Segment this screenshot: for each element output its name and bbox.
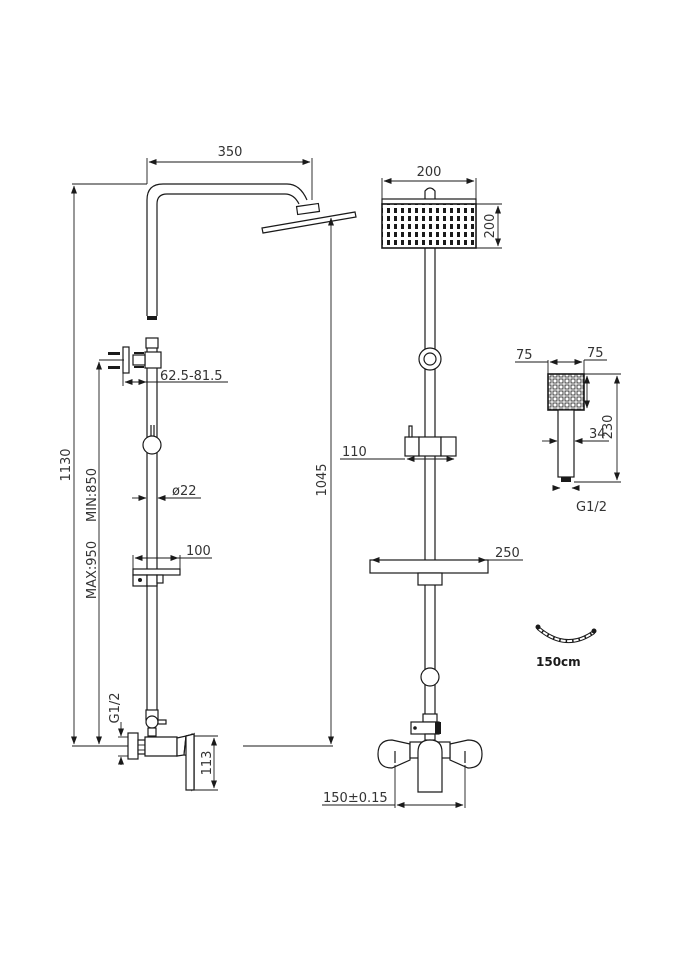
slider-knob-front: [420, 667, 440, 687]
dim-inlet-thread-side: G1/2: [108, 693, 128, 765]
dim-handset-holder-width: 110: [340, 445, 455, 462]
wall-bracket-front: [418, 347, 442, 371]
dim-mixer-height: 113: [194, 735, 218, 791]
shelf-front: [369, 559, 489, 586]
rain-shower-head-front: [381, 187, 477, 249]
dim-head-width: 200: [381, 165, 477, 199]
dim-pipe-diameter: ø22: [132, 484, 201, 501]
wall-bracket-side: [108, 346, 162, 374]
mixer-front: [377, 713, 483, 793]
dim-hand-length: 230: [574, 373, 621, 483]
dim-label-hand-thread: G1/2: [576, 500, 607, 515]
dim-hand-thread: G1/2: [552, 485, 607, 515]
dim-hand-handle-width: 34: [542, 427, 609, 444]
dim-label-shelf-width: 250: [495, 546, 520, 561]
dim-hand-head-depth: 75: [584, 346, 607, 409]
dim-wall-connection: 62.5-81.5: [122, 369, 228, 386]
dim-label-head-depth: 200: [483, 214, 498, 239]
front-view: 200 200 110: [322, 165, 523, 808]
rain-shower-head-side: [261, 202, 357, 234]
dim-label-hand-head-depth: 75: [587, 346, 604, 361]
dim-holder-width: 100: [132, 544, 212, 569]
dim-label-head-height: 1045: [315, 463, 330, 496]
dim-label-hand-handle-width: 34: [589, 427, 606, 442]
hand-shower: 75 75 230 34 G1/2: [515, 346, 621, 515]
dim-hand-head-width: 75: [515, 348, 585, 374]
dim-min-max-height: MIN:850 MAX:950: [85, 359, 124, 745]
dim-label-inlet-spacing: 150±0.15: [323, 791, 388, 806]
slider-knob-side: [142, 425, 162, 455]
handset-holder-front: [404, 425, 457, 457]
dim-label-handset-holder-width: 110: [342, 445, 367, 460]
hose: 150cm: [535, 624, 597, 669]
overhead-arm: [146, 183, 308, 320]
dim-label-hand-length: 230: [601, 415, 616, 440]
mixer-lever-side: [185, 733, 195, 791]
dim-label-head-width: 200: [417, 165, 442, 180]
dim-label-holder-width: 100: [186, 544, 211, 559]
dim-inlet-spacing: 150±0.15: [322, 765, 466, 808]
dim-label-mixer-height: 113: [200, 751, 215, 776]
dim-label-arm-reach: 350: [218, 145, 243, 160]
mixer-side: [127, 709, 195, 792]
dim-arm-reach: 350: [146, 145, 313, 200]
hose-length-label: 150cm: [536, 655, 581, 669]
side-view: 350 1130 1045: [59, 145, 357, 792]
dim-label-pipe-diameter: ø22: [172, 484, 197, 499]
dim-label-inlet-thread-side: G1/2: [108, 693, 123, 724]
dim-head-depth: 200: [476, 203, 502, 249]
handset-holder-side: [132, 568, 181, 587]
dim-label-min-height: MIN:850: [85, 468, 100, 522]
riser-pipe-front: [424, 248, 436, 730]
dim-head-height: 1045: [243, 217, 334, 747]
dim-shelf-width: 250: [371, 546, 523, 563]
dim-label-total-height: 1130: [59, 448, 74, 481]
dim-label-max-height: MAX:950: [85, 541, 100, 599]
dim-label-wall-connection: 62.5-81.5: [160, 369, 223, 384]
dim-label-hand-head-width: 75: [516, 348, 533, 363]
dim-total-height: 1130: [59, 183, 150, 747]
riser-pipe-side: [145, 337, 159, 720]
